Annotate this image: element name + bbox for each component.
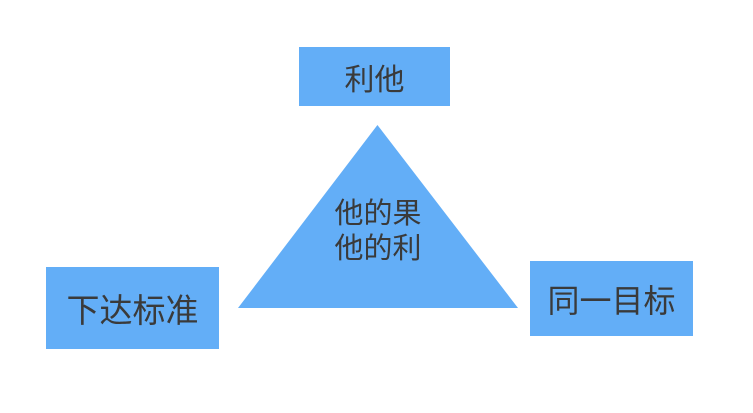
triangle-label-line2: 他的利 [334,233,422,265]
top-box-altruism: 利他 [299,47,450,106]
center-triangle: 他的果 他的利 [238,125,518,308]
bottom-left-box-standards: 下达标准 [46,267,219,349]
top-box-label: 利他 [344,63,405,97]
triangle-label: 他的果 他的利 [238,197,518,267]
bottom-right-box-goal: 同一目标 [530,261,693,336]
bottom-left-box-label: 下达标准 [66,292,199,329]
triangle-label-line1: 他的果 [334,198,422,230]
bottom-right-box-label: 同一目标 [547,282,676,319]
